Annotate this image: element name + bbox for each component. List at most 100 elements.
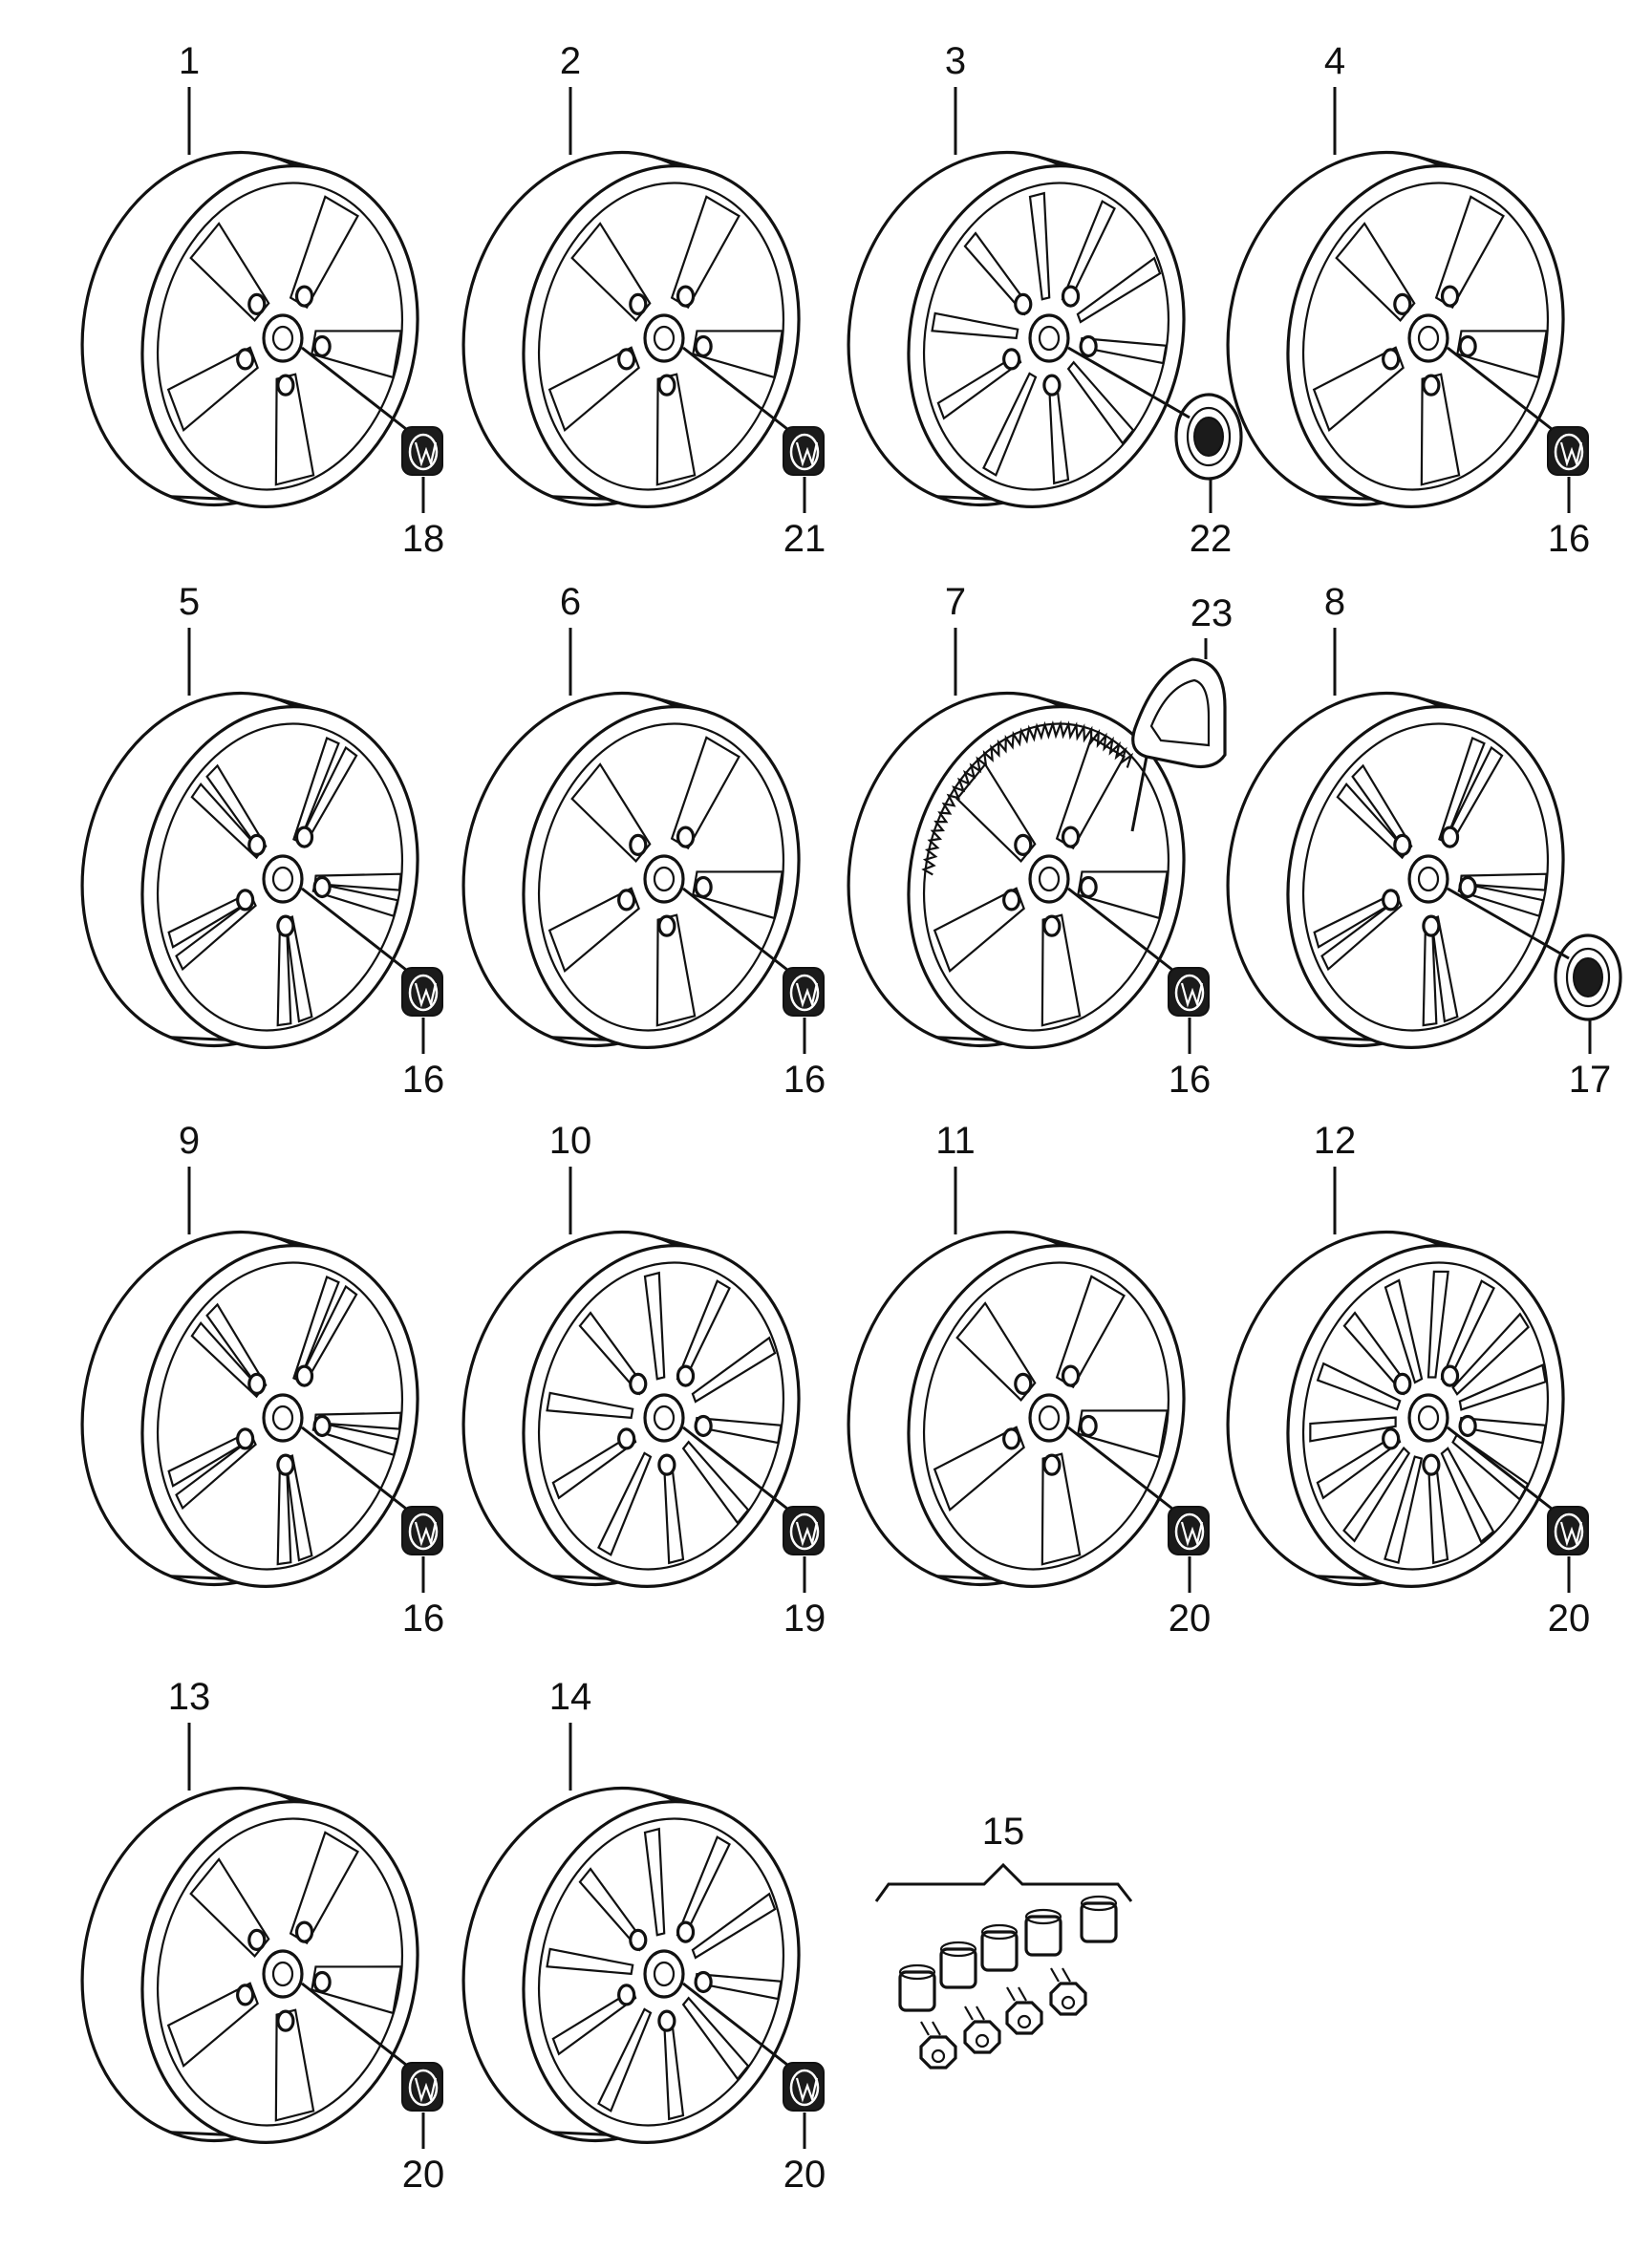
- lug-hole: [617, 1427, 636, 1450]
- cap-label: 16: [1548, 518, 1591, 560]
- wheel-hub: [643, 1949, 685, 1999]
- wheel-hub: [643, 854, 685, 904]
- lug-hole: [629, 1372, 648, 1395]
- lug-hole: [1458, 334, 1477, 358]
- wheel-label: 7: [945, 581, 966, 623]
- lug-hole: [1458, 1414, 1477, 1438]
- lug-hole: [312, 1414, 332, 1438]
- cap-label: 17: [1569, 1059, 1612, 1101]
- lug-hole: [657, 914, 676, 937]
- anti-theft-bolt-set: 15: [874, 1811, 1133, 2070]
- wheel-spoke: [643, 1827, 666, 1937]
- wheel-spoke: [1076, 256, 1162, 324]
- vw-logo-icon: [789, 974, 820, 1012]
- wheel-14: 14 20: [461, 1676, 826, 2196]
- lug-hole: [1042, 374, 1062, 397]
- key-socket: [1024, 1915, 1062, 1957]
- wheel-hub: [643, 313, 685, 363]
- cap-label: 16: [783, 1059, 826, 1101]
- wheel-hub: [1028, 313, 1070, 363]
- vw-logo-icon: [789, 1512, 820, 1551]
- lug-hole: [1014, 1372, 1033, 1395]
- vw-logo-icon: [1174, 974, 1205, 1012]
- wheel-spoke: [1066, 360, 1135, 445]
- key-socket: [980, 1930, 1019, 1972]
- lug-hole: [1079, 875, 1098, 899]
- wheel-label: 14: [549, 1676, 592, 1718]
- lug-hole: [294, 1920, 314, 1943]
- wheel-label: 9: [179, 1120, 200, 1162]
- lug-hole: [1393, 1372, 1412, 1395]
- lug-hole: [1079, 334, 1098, 358]
- lug-hole: [1014, 833, 1033, 856]
- lug-hole: [247, 1372, 267, 1395]
- wheel-hub: [1407, 854, 1449, 904]
- lug-hole: [1422, 374, 1441, 397]
- cap-label: 20: [783, 2154, 826, 2196]
- lock-bolt: [963, 2020, 1001, 2054]
- trim-insert-23: 23: [1130, 592, 1233, 832]
- cap-label: 20: [1548, 1598, 1591, 1640]
- wheel-hub: [262, 1393, 304, 1443]
- vw-logo-icon: [1193, 417, 1224, 457]
- wheel-spoke: [681, 1440, 750, 1525]
- wheel-spoke: [597, 1451, 653, 1556]
- wheel-label: 2: [560, 40, 581, 82]
- wheel-spoke: [1384, 1278, 1424, 1384]
- vw-logo-icon: [408, 1512, 439, 1551]
- wheel-spoke: [982, 372, 1038, 477]
- lug-hole: [657, 2009, 676, 2032]
- lug-hole: [1061, 1364, 1081, 1387]
- lug-hole: [617, 889, 636, 912]
- wheel-hub: [262, 313, 304, 363]
- cap-label: 16: [402, 1598, 445, 1640]
- lug-hole: [694, 1414, 713, 1438]
- cap-label: 19: [783, 1598, 826, 1640]
- lug-hole: [247, 1928, 267, 1951]
- vw-logo-icon: [1573, 957, 1603, 997]
- wheel-3: 322: [847, 40, 1243, 560]
- cap-label: 21: [783, 518, 826, 560]
- lug-hole: [1422, 1453, 1441, 1476]
- lug-hole: [629, 292, 648, 315]
- lug-hole: [1458, 875, 1477, 899]
- lug-hole: [694, 334, 713, 358]
- lug-hole: [1382, 1427, 1401, 1450]
- cap-label: 16: [1169, 1059, 1212, 1101]
- lug-hole: [236, 1427, 255, 1450]
- lug-hole: [657, 374, 676, 397]
- wheel-spoke: [1384, 1455, 1424, 1564]
- lug-hole: [1002, 348, 1021, 371]
- wheel-5: 516: [80, 581, 444, 1101]
- wheel-7: 7 16: [847, 581, 1212, 1101]
- wheel-spoke: [691, 1892, 777, 1960]
- lug-hole: [629, 1928, 648, 1951]
- lug-hole: [676, 1364, 696, 1387]
- vw-logo-icon: [408, 433, 439, 471]
- lug-hole: [276, 914, 295, 937]
- wheel-hub: [1407, 313, 1449, 363]
- lug-hole: [1440, 1364, 1460, 1387]
- lug-hole: [247, 292, 267, 315]
- lock-bolt: [1049, 1982, 1087, 2016]
- lug-hole: [617, 1984, 636, 2006]
- lug-hole: [1042, 1453, 1062, 1476]
- lock-bolt: [919, 2035, 957, 2070]
- lug-hole: [236, 1984, 255, 2006]
- wheel-spoke: [1342, 1446, 1411, 1543]
- lug-hole: [276, 374, 295, 397]
- vw-logo-icon: [789, 433, 820, 471]
- wheel-label: 1: [179, 40, 200, 82]
- lug-hole: [294, 1364, 314, 1387]
- lug-hole: [276, 1453, 295, 1476]
- lug-hole: [694, 875, 713, 899]
- lug-hole: [1422, 914, 1441, 937]
- wheel-1: 118: [80, 40, 444, 560]
- lug-hole: [1042, 914, 1062, 937]
- lug-hole: [676, 1920, 696, 1943]
- wheel-2: 2 21: [461, 40, 826, 560]
- lug-hole: [312, 334, 332, 358]
- vw-logo-icon: [789, 2069, 820, 2107]
